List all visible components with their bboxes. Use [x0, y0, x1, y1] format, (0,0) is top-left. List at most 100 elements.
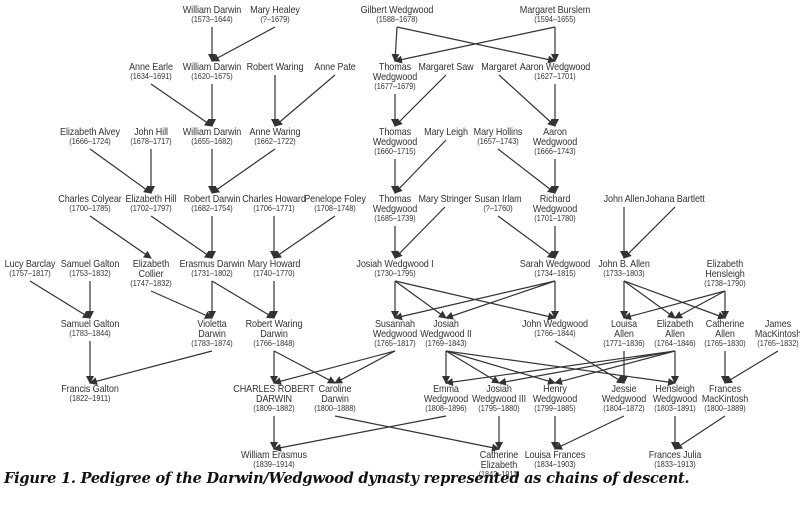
person-jb: Johana Bartlett	[640, 193, 709, 205]
descent-arrow-eh-to-ed	[150, 215, 213, 259]
person-mg: Margaret	[478, 62, 519, 73]
descent-arrow-sw-to-susw	[394, 280, 556, 321]
person-dates: (1803–1891)	[654, 403, 696, 413]
person-jm: James MacKintosh(1765–1832)	[751, 319, 800, 348]
person-tw2: Thomas Wedgwood(1660–1715)	[369, 127, 421, 156]
person-name: Lucy Barclay	[4, 258, 56, 270]
person-name: Henry Wedgwood	[532, 383, 578, 405]
person-si: Susan Irlam(?–1760)	[471, 194, 526, 213]
person-name: Robert Waring Darwin	[245, 318, 303, 340]
person-dates: (1708–1748)	[314, 203, 356, 213]
person-jw1: Josiah Wedgwood I(1730–1795)	[350, 259, 440, 278]
person-dates: (1809–1882)	[253, 403, 295, 413]
person-dates: (1733–1803)	[603, 268, 645, 278]
person-dates: (1795–1880)	[478, 403, 520, 413]
person-dates: (1769–1843)	[425, 338, 467, 348]
person-name: Margaret Burslem	[519, 4, 591, 16]
person-aw2: Aaron Wedgwood(1666–1743)	[529, 127, 581, 156]
person-name: Elizabeth Allen	[656, 318, 694, 340]
descent-arrow-awr-to-rd	[211, 148, 276, 194]
person-jh: John Hill(1678–1717)	[127, 127, 175, 146]
person-dates: (1706–1771)	[253, 203, 295, 213]
descent-arrow-pf-to-mhw	[273, 215, 336, 259]
person-we: William Erasmus(1839–1914)	[236, 450, 313, 469]
person-name: William Darwin	[182, 4, 242, 16]
descent-arrow-eal-to-ew	[445, 350, 676, 386]
person-wd3: William Darwin(1655–1682)	[178, 127, 246, 146]
person-ae: Anne Earle(1634–1691)	[126, 62, 177, 81]
person-jsw: Jessie Wedgwood(1804–1872)	[598, 384, 650, 413]
descent-arrow-jba-to-cal	[623, 280, 726, 320]
person-fg: Francis Galton(1822–1911)	[57, 384, 124, 403]
person-name: Aaron Wedgwood	[519, 61, 591, 73]
descent-arrow-ap-to-awr	[274, 74, 336, 127]
descent-arrow-ms-to-tw2	[394, 74, 447, 127]
person-name: Emma Wedgwood	[423, 383, 469, 405]
descent-arrow-jwd-to-jsw	[554, 340, 625, 384]
person-mh: Mary Healey(?–1679)	[246, 5, 304, 24]
person-dates: (1655–1682)	[191, 136, 233, 146]
descent-arrow-mst-to-jw1	[394, 206, 446, 259]
person-dates: (1800–1888)	[314, 403, 356, 413]
person-name: John Allen	[603, 193, 645, 205]
person-name: Elizabeth Collier	[132, 258, 170, 280]
person-name: Elizabeth Hensleigh	[705, 258, 745, 280]
person-sg2: Samuel Galton(1783–1844)	[56, 319, 124, 338]
person-ch: Charles Howard(1706–1771)	[237, 194, 311, 213]
person-name: Frances MacKintosh	[701, 383, 749, 405]
person-dates: (1594–1655)	[534, 14, 576, 24]
descent-arrow-jb-to-jba	[623, 206, 676, 259]
person-dates: (1800–1889)	[704, 403, 746, 413]
descent-arrow-gw-to-tw1	[391, 26, 400, 62]
person-rd: Robert Darwin(1682–1754)	[179, 194, 245, 213]
person-name: Mary Leigh	[424, 126, 468, 138]
person-eal: Elizabeth Allen(1764–1846)	[651, 319, 699, 348]
person-name: Mary Hollins	[473, 126, 523, 138]
person-lb: Lucy Barclay(1757–1817)	[1, 259, 60, 278]
person-vd: Violetta Darwin(1783–1874)	[188, 319, 236, 348]
person-name: Johana Bartlett	[645, 193, 705, 205]
person-sg1: Samuel Galton(1753–1832)	[56, 259, 124, 278]
person-dates: (1627–1701)	[534, 71, 576, 81]
person-name: James MacKintosh	[754, 318, 800, 340]
person-fm: Frances MacKintosh(1800–1889)	[698, 384, 752, 413]
person-name: John Hill	[134, 126, 168, 138]
person-dates: (1678–1717)	[130, 136, 172, 146]
descent-arrow-vd-to-fg	[89, 350, 213, 386]
person-susw: Susannah Wedgwood(1765–1817)	[369, 319, 421, 348]
person-name: Elizabeth Alvey	[60, 126, 120, 138]
person-cal: Catherine Allen(1765–1830)	[701, 319, 749, 348]
descent-arrow-ml-to-tw3	[394, 139, 447, 194]
person-dates: (1783–1874)	[191, 338, 233, 348]
person-la: Louisa Allen(1771–1836)	[600, 319, 648, 348]
descent-arrow-jba-to-eal	[623, 280, 676, 319]
person-dates: (1747–1832)	[130, 278, 172, 288]
person-ms: Margaret Saw	[414, 61, 478, 73]
person-ja: John Allen	[600, 193, 647, 205]
person-name: Margaret Saw	[418, 61, 474, 73]
descent-arrow-ehe-to-la	[623, 290, 726, 321]
person-dates: (1701–1780)	[534, 213, 576, 223]
person-name: William Erasmus	[241, 449, 307, 461]
descent-arrow-eal-to-hw	[554, 350, 676, 386]
person-dates: (1588–1678)	[376, 14, 418, 24]
person-tw3: Thomas Wedgwood(1685–1739)	[369, 194, 421, 223]
person-dates: (1740–1770)	[253, 268, 295, 278]
person-name: William Darwin	[182, 126, 242, 138]
person-dates: (1804–1872)	[603, 403, 645, 413]
person-name: Robert Waring	[246, 61, 304, 73]
person-wd2: William Darwin(1620–1675)	[178, 62, 246, 81]
person-jw3: Josiah Wedgwood III(1795–1880)	[468, 384, 531, 413]
descent-arrow-lb-to-sg2	[29, 280, 91, 319]
person-dates: (1685–1739)	[374, 213, 416, 223]
person-cc: Charles Colyear(1700–1785)	[53, 194, 127, 213]
person-dates: (1731–1802)	[191, 268, 233, 278]
descent-arrow-ed-to-rwd	[211, 280, 275, 319]
person-crd: CHARLES ROBERT DARWIN(1809–1882)	[227, 384, 322, 413]
person-fj: Frances Julia(1833–1913)	[644, 450, 705, 469]
person-name: Hensleigh Wedgwood	[652, 383, 698, 405]
person-dates: (1766–1848)	[253, 338, 295, 348]
person-tw1: Thomas Wedgwood(1677–1679)	[369, 62, 421, 91]
person-rw: Robert Waring	[242, 61, 308, 73]
descent-arrow-sw-to-jw2	[445, 280, 556, 320]
